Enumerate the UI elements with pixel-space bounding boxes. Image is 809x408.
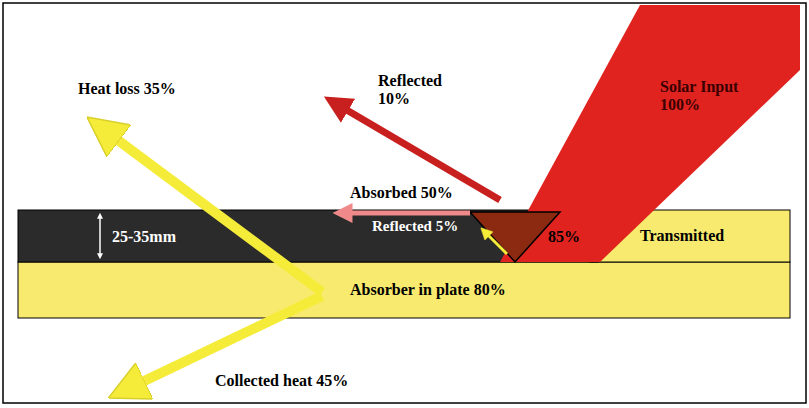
percent-label: 85%: [548, 228, 580, 246]
frame: [3, 3, 806, 403]
flow-label: Collected heat 45%: [215, 372, 348, 390]
reflected-ray: [488, 235, 507, 254]
collected-heat-arrow: [140, 296, 322, 383]
transmitted-band: Transmitted: [590, 210, 790, 262]
band-label: Absorber in plate 80%: [350, 281, 506, 299]
absorber-band: Absorber in plate 80%: [18, 262, 790, 318]
flow-label: Absorbed 50%: [350, 184, 453, 202]
absorber-plate: [18, 262, 790, 318]
dimension-arrow: [99, 236, 101, 254]
heat-loss-arrow: [115, 138, 322, 292]
dimension-label: 25-35mm: [112, 228, 176, 246]
band-label: Transmitted: [640, 227, 724, 245]
dimension-arrow: [99, 218, 101, 236]
flow-label: Reflected 5%: [372, 217, 458, 235]
glazing-cover: [18, 210, 598, 262]
reflection-triangle: [470, 212, 560, 262]
flow-label: Reflected 10%: [378, 72, 473, 108]
absorbed-arrow: [350, 211, 470, 216]
flow-label: Solar Input 100%: [660, 78, 752, 114]
flow-label: Heat loss 35%: [78, 80, 176, 98]
